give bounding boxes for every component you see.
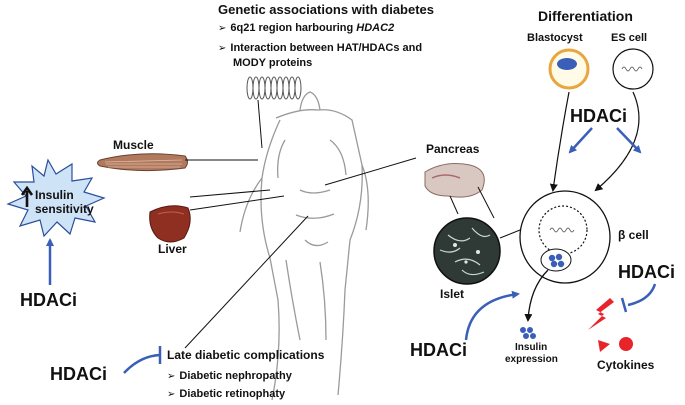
islet-illustration [433,217,501,285]
insulin-sensitivity-line1: Insulin [35,188,74,202]
complications-item-1: ➢Diabetic nephropathy [167,370,292,382]
liver-connector-line-2 [189,195,285,211]
hdaci-diff-arrow-right [616,127,642,154]
up-arrow-icon [20,185,34,207]
islet-label: Islet [440,287,465,301]
pancreas-connector-line [324,157,417,186]
hdaci-to-insulin-arrow [464,290,520,341]
muscle-label: Muscle [113,138,154,152]
hdaci-inhibit-complications-line [123,353,161,374]
genetic-item-2: ➢Interaction between HAT/HDACs and [218,42,422,54]
bullet-marker: ➢ [218,23,227,34]
blastocyst-illustration [548,48,590,90]
inhibit-bar-cytokines [620,297,628,313]
hdaci-sensitivity: HDACi [20,290,77,310]
pancreas-islet-line-2 [477,186,495,219]
bullet-marker: ➢ [167,371,176,382]
complications-item-1-text: Diabetic nephropathy [179,370,292,382]
bullet-marker: ➢ [218,43,227,54]
cytokine-triangle-icon [598,340,610,352]
complications-connector-line [184,215,309,349]
complications-title: Late diabetic complications [167,348,325,362]
bullet-marker: ➢ [167,389,176,400]
betacell-to-insulin-arrow [524,269,549,322]
es-cell-label: ES cell [611,32,648,44]
genetic-item-2-line2: MODY proteins [233,57,313,69]
hdaci-diff-arrow-left [568,127,593,154]
blastocyst-to-betacell-arrow [549,91,570,192]
differentiation-title: Differentiation [538,8,633,24]
complications-item-2-text: Diabetic retinophaty [179,388,286,400]
liver-illustration [149,205,191,243]
insulin-sensitivity-line2: sensitivity [35,202,94,216]
pancreas-illustration [424,163,485,198]
lightning-icon [588,298,614,330]
pancreas-label: Pancreas [426,142,480,156]
genetic-item-1-gene: HDAC2 [356,22,395,34]
hdaci-complications: HDACi [50,364,107,384]
es-cell-illustration [612,48,654,90]
cytokine-circle-icon [619,337,633,351]
dna-connector-line [257,99,263,149]
liver-connector-line [189,189,271,198]
beta-cell-label: β cell [618,228,649,242]
beta-cell-illustration [519,190,611,284]
blastocyst-label: Blastocyst [527,32,583,44]
cytokines-label: Cytokines [597,358,655,372]
dna-coil-icon [246,76,302,100]
muscle-illustration [97,153,188,172]
insulin-expression-line2: expression [505,354,558,365]
complications-item-2: ➢Diabetic retinophaty [167,388,285,400]
human-body-illustration [239,91,369,401]
pancreas-islet-line [449,195,459,215]
genetic-item-1-text: 6q21 region harbouring [230,22,357,34]
insulin-expression-line1: Insulin [515,342,548,353]
hdaci-cytokines: HDACi [618,262,675,282]
insulin-granules-icon [520,327,536,339]
liver-label: Liver [158,242,187,256]
genetic-item-2-line1: Interaction between HAT/HDACs and [230,42,423,54]
escell-to-betacell-arrow [594,91,640,192]
hdaci-differentiation: HDACi [570,106,627,126]
hdaci-inhibit-cytokines-line [627,283,657,307]
insulin-sensitivity-burst [6,158,106,238]
genetic-title: Genetic associations with diabetes [218,2,435,17]
hdaci-insulin: HDACi [410,340,467,360]
genetic-item-1: ➢6q21 region harbouring HDAC2 [218,22,394,34]
